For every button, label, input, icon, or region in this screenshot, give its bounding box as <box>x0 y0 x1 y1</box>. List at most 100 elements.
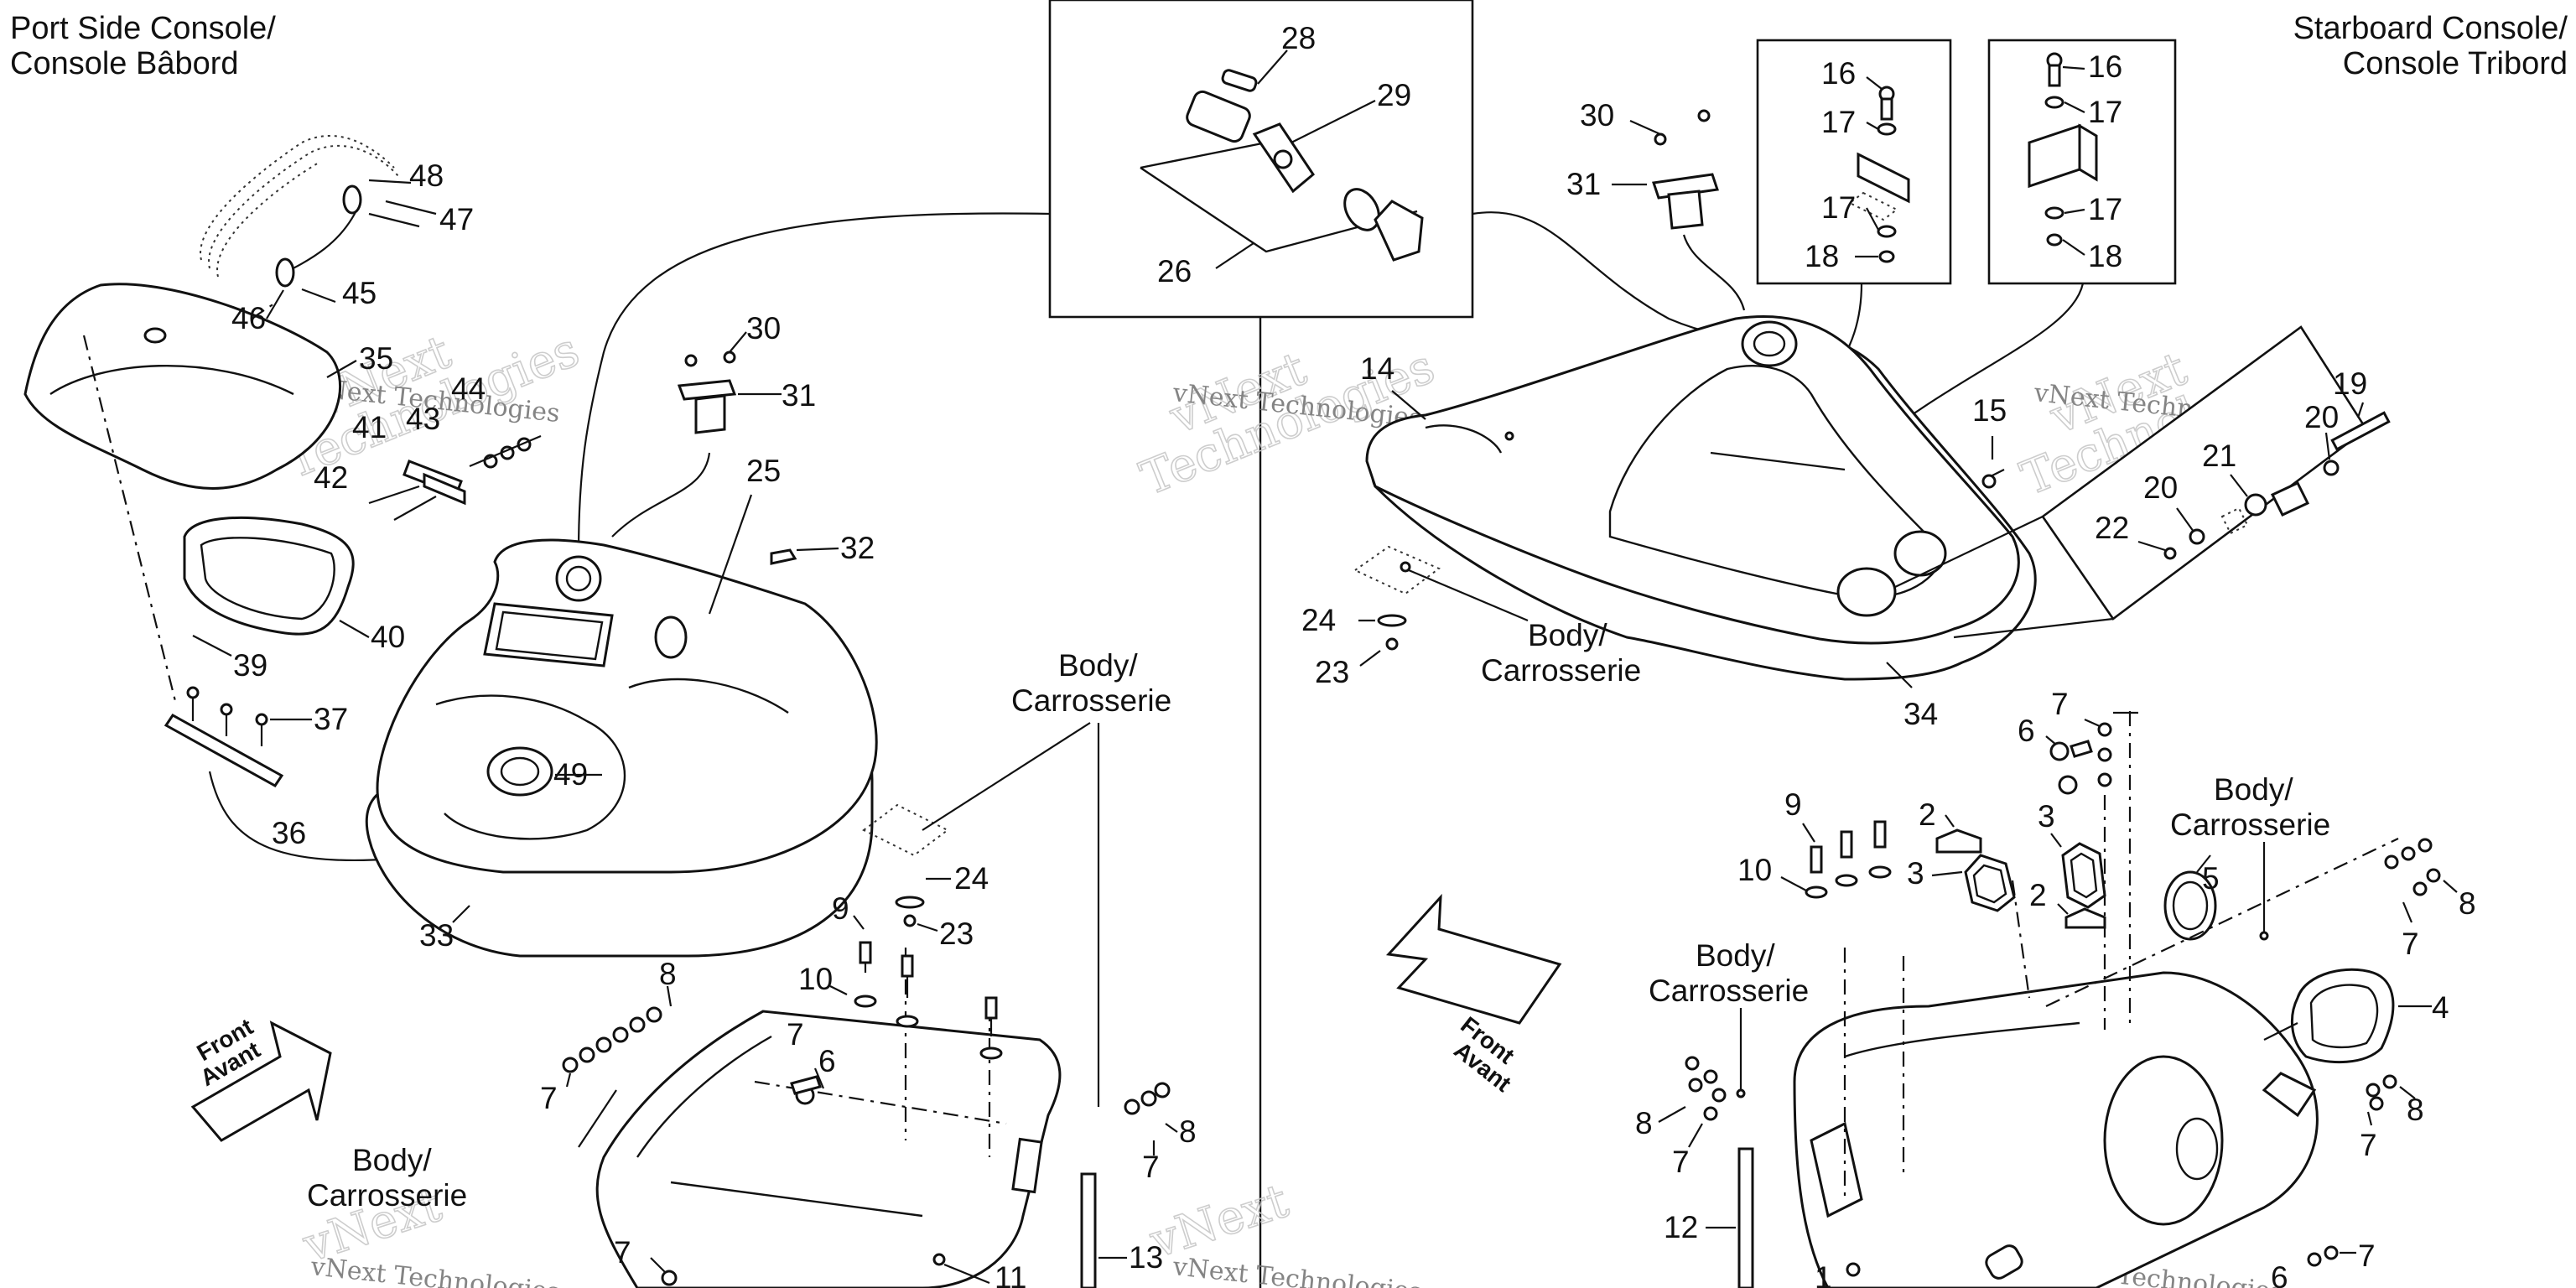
callout-2-a: 2 <box>1919 797 1936 832</box>
callout-18-a: 18 <box>1805 239 1839 273</box>
callout-4: 4 <box>2432 990 2449 1025</box>
starboard-body-label-3: Body/ <box>2214 772 2293 807</box>
callout-8-s-b: 8 <box>2407 1093 2424 1127</box>
callout-8-port: 8 <box>659 957 677 991</box>
callout-30-s: 30 <box>1580 98 1614 132</box>
callout-36: 36 <box>272 816 306 850</box>
watermark-small: vNext Technologies <box>1171 1252 1423 1288</box>
callout-28: 28 <box>1281 21 1316 55</box>
callout-10-s: 10 <box>1737 853 1772 887</box>
callout-11: 11 <box>995 1260 1026 1288</box>
callout-48: 48 <box>409 158 444 193</box>
leader-box-to-port <box>577 212 1051 554</box>
callout-7-port-a: 7 <box>540 1081 558 1115</box>
callout-40: 40 <box>371 620 405 654</box>
callout-5: 5 <box>2202 861 2220 896</box>
callout-8-s-c: 8 <box>1635 1106 1653 1140</box>
callout-3-a: 3 <box>1907 856 1924 891</box>
watermark-vnext: vNext <box>1143 1173 1295 1269</box>
callout-7-s-a: 7 <box>2051 687 2069 721</box>
starboard-lower-panel <box>1793 971 2319 1288</box>
callout-42: 42 <box>314 460 348 495</box>
callout-12: 12 <box>1664 1210 1698 1244</box>
callout-7-s-c: 7 <box>2360 1128 2377 1162</box>
port-pad <box>23 283 342 490</box>
callout-33: 33 <box>419 918 454 953</box>
watermark-small: vNext Technologies <box>309 1252 561 1288</box>
callout-46: 46 <box>231 301 266 335</box>
callout-21: 21 <box>2202 439 2236 473</box>
callout-15: 15 <box>1972 393 2007 428</box>
callout-7-s-e: 7 <box>1672 1145 1690 1179</box>
starboard-console: 16 17 17 18 16 17 17 18 30 31 <box>1301 39 2476 1288</box>
callout-24: 24 <box>954 861 989 896</box>
callout-6-s: 6 <box>2018 714 2035 748</box>
front-arrow-port: Front Avant <box>190 1014 332 1142</box>
callout-8-s-a: 8 <box>2459 886 2476 921</box>
starboard-body-label-4: Carrosserie <box>2170 808 2330 842</box>
callout-49: 49 <box>553 757 588 792</box>
callout-37: 37 <box>314 702 348 736</box>
callout-20-a: 20 <box>2304 400 2339 434</box>
callout-9-port: 9 <box>832 891 849 926</box>
callout-7-port-d: 7 <box>614 1235 631 1270</box>
callout-23: 23 <box>939 917 974 951</box>
callout-17-d: 17 <box>2088 192 2122 226</box>
callout-29: 29 <box>1377 78 1411 112</box>
starboard-title-line2: Console Tribord <box>2343 46 2568 81</box>
port-strip-13 <box>1080 1172 1097 1288</box>
callout-18-b: 18 <box>2088 239 2122 273</box>
callout-14: 14 <box>1360 351 1394 386</box>
latch-assembly <box>1140 69 1424 262</box>
starboard-body-label-5: Body/ <box>1696 938 1775 973</box>
starboard-title-line1: Starboard Console/ <box>2293 11 2568 46</box>
starboard-body-label-1: Body/ <box>1528 618 1607 652</box>
port-title-line1: Port Side Console/ <box>10 11 276 46</box>
callout-13: 13 <box>1129 1240 1163 1275</box>
port-lens <box>183 516 355 636</box>
callout-24-s: 24 <box>1301 603 1336 637</box>
port-body-label-1: Body/ <box>1058 648 1138 683</box>
callout-34: 34 <box>1903 697 1938 731</box>
starboard-strip-12 <box>1737 1147 1754 1288</box>
callout-45: 45 <box>342 276 377 310</box>
port-console-body <box>376 538 878 874</box>
callout-26: 26 <box>1157 254 1192 288</box>
front-arrow-starboard: Front Avant <box>1385 893 1562 1097</box>
callout-9-s: 9 <box>1784 787 1802 822</box>
starboard-console-body <box>1365 315 2020 645</box>
callout-30: 30 <box>746 311 781 345</box>
callout-32: 32 <box>840 531 875 565</box>
callout-17-c: 17 <box>2088 95 2122 129</box>
callout-17-b: 17 <box>1821 190 1856 225</box>
starboard-lens <box>2290 968 2395 1064</box>
callout-3-b: 3 <box>2038 799 2055 834</box>
callout-6-s-b: 6 <box>2271 1260 2288 1288</box>
callout-17-a: 17 <box>1821 105 1856 139</box>
callout-39: 39 <box>233 648 267 683</box>
callout-7-port-b: 7 <box>787 1017 804 1052</box>
callout-7-port-c: 7 <box>1142 1150 1160 1184</box>
callout-31: 31 <box>782 378 816 413</box>
port-body-label-2: Carrosserie <box>1011 683 1171 718</box>
callout-16-a: 16 <box>1821 56 1856 91</box>
detail-box-a <box>1756 39 1952 285</box>
callout-16-b: 16 <box>2088 49 2122 84</box>
callout-7-s-b: 7 <box>2402 927 2419 961</box>
starboard-gauge-housing <box>2103 1055 2224 1226</box>
callout-31-s: 31 <box>1566 167 1601 201</box>
callout-6-port: 6 <box>818 1044 836 1078</box>
callout-10-port: 10 <box>798 962 833 996</box>
callout-41: 41 <box>352 410 387 444</box>
callout-8-port-b: 8 <box>1179 1114 1197 1149</box>
port-body-label-3: Body/ <box>352 1143 432 1177</box>
callout-47: 47 <box>439 202 474 236</box>
callout-2-b: 2 <box>2029 878 2047 912</box>
starboard-body-label-2: Carrosserie <box>1481 653 1641 688</box>
starboard-body-label-6: Carrosserie <box>1649 974 1809 1008</box>
callout-22: 22 <box>2095 511 2129 545</box>
callout-25: 25 <box>746 454 781 488</box>
callout-35: 35 <box>359 341 393 376</box>
callout-43: 43 <box>406 402 440 436</box>
